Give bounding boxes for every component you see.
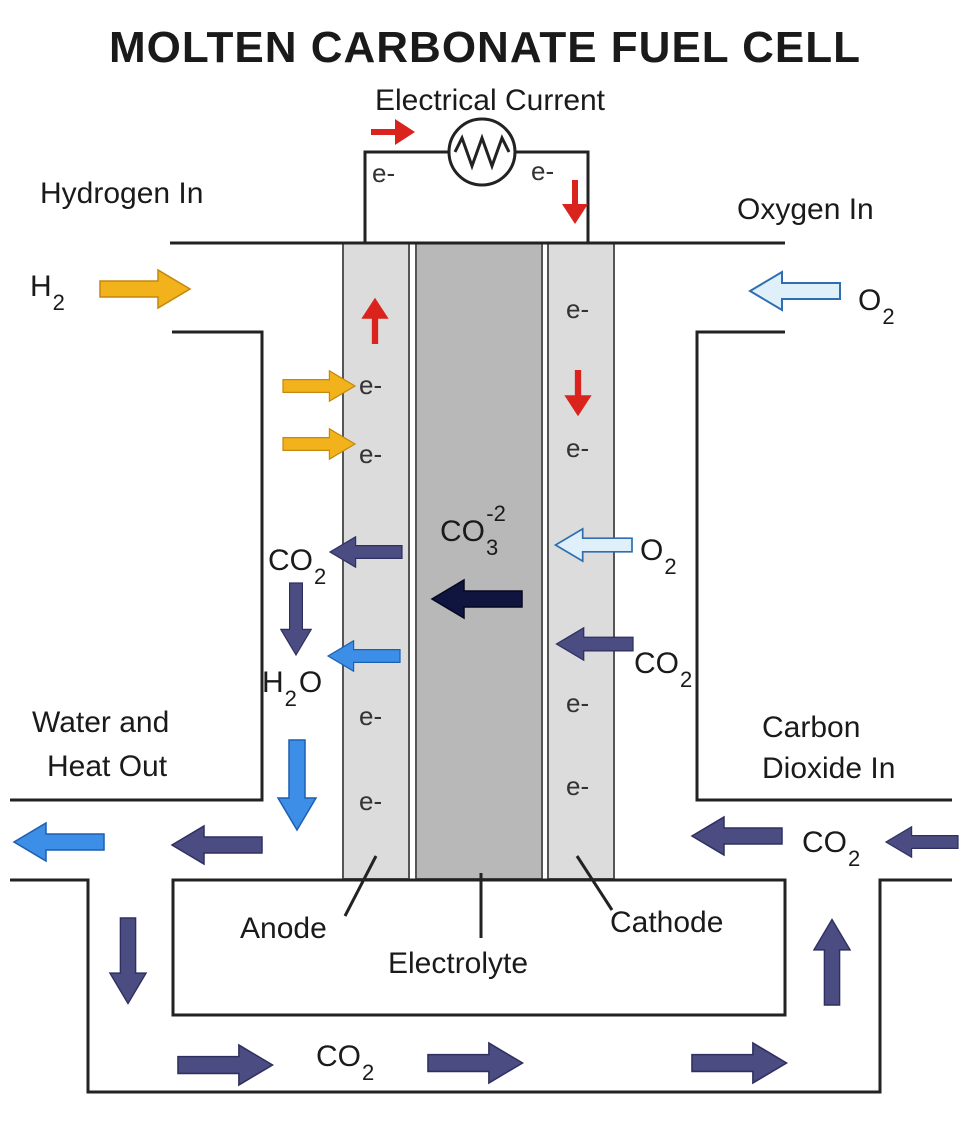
electrical-current-label: Electrical Current [375, 84, 606, 117]
co2-flow-arrow [691, 816, 783, 856]
co2-label: CO2 [634, 647, 692, 692]
oxygen-in-label: Oxygen In [737, 193, 874, 226]
co2-in-label-line1: Carbon [762, 711, 860, 744]
electron-label: e- [372, 158, 395, 188]
water-flow-arrow [277, 739, 317, 831]
co2-in-label-line2: Dioxide In [762, 752, 895, 785]
cathode-label: Cathode [610, 906, 723, 939]
electrolyte-layer [415, 242, 543, 880]
water-flow-arrow [13, 822, 105, 862]
electron-label: e- [566, 688, 589, 718]
electron-label: e- [359, 786, 382, 816]
recycle-loop-inner [171, 878, 787, 1017]
electron-label: e- [531, 156, 554, 186]
hydrogen-flow-arrow [99, 269, 191, 309]
co2-flow-arrow [109, 917, 147, 1005]
co2-flow-arrow [691, 1042, 788, 1084]
electron-current-arrow [371, 119, 415, 145]
electron-label: e- [359, 701, 382, 731]
anode-label: Anode [240, 912, 327, 945]
circuit-wire-left [363, 150, 448, 243]
anode-leader [343, 855, 378, 917]
electron-label: e- [566, 771, 589, 801]
co2-label: CO2 [268, 544, 326, 589]
circuit-wire-right [516, 150, 590, 243]
electron-current-arrow [562, 180, 588, 224]
co2-flow-arrow [813, 918, 851, 1006]
cathode-leader [575, 855, 614, 911]
h2o-label: H2O [262, 666, 322, 711]
o2-label: O2 [640, 534, 677, 579]
o2-label: O2 [858, 284, 895, 329]
co2-flow-arrow [171, 825, 263, 865]
diagram-title: MOLTEN CARBONATE FUEL CELL [109, 23, 861, 72]
hydrogen-in-label: Hydrogen In [40, 177, 203, 210]
co2-flow-arrow [427, 1042, 524, 1084]
h2-label: H2 [30, 270, 65, 315]
carbonate-ion-label: CO3-2 [440, 501, 506, 560]
electron-label: e- [359, 439, 382, 469]
water-heat-out-label-line1: Water and [32, 706, 169, 739]
water-heat-out-label-line2: Heat Out [47, 750, 168, 783]
co2-label: CO2 [316, 1040, 374, 1085]
oxygen-flow-arrow [749, 271, 841, 311]
electron-label: e- [359, 370, 382, 400]
co2-flow-arrow [885, 826, 959, 858]
resistor-icon [447, 117, 517, 187]
co2-flow-arrow [177, 1044, 274, 1086]
cathode-channel-wall [695, 330, 952, 802]
anode-channel-wall [10, 330, 264, 802]
electron-label: e- [566, 433, 589, 463]
recycle-loop-outer [10, 878, 952, 1094]
co2-label: CO2 [802, 826, 860, 871]
electron-label: e- [566, 294, 589, 324]
electrolyte-label: Electrolyte [388, 947, 528, 980]
co2-flow-arrow [280, 582, 312, 656]
